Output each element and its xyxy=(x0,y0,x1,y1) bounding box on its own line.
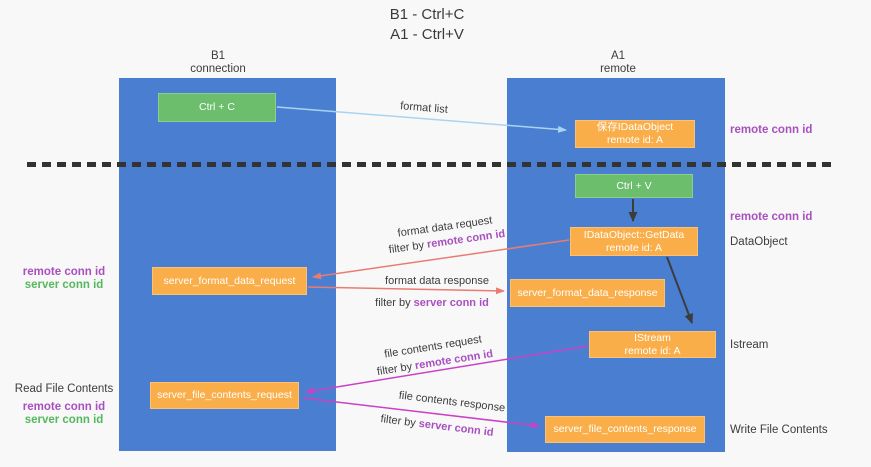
label-remote-conn-id-top-right: remote conn id xyxy=(730,124,813,136)
annotation-filter-prefix: filter by xyxy=(376,360,417,379)
label-istream: Istream xyxy=(730,339,769,351)
lane-b1-name: B1 xyxy=(210,50,226,62)
node-server-file-contents-response: server_file_contents_response xyxy=(545,416,705,443)
node-server-format-data-response-label: server_format_data_response xyxy=(517,286,658,299)
title-line-1: B1 - Ctrl+C xyxy=(389,6,465,23)
label-dataobject: DataObject xyxy=(730,236,788,248)
diagram-title: B1 - Ctrl+C A1 - Ctrl+V xyxy=(327,5,527,45)
annotation-filter-server-1: filter by server conn id xyxy=(375,297,489,309)
node-server-format-data-request: server_format_data_request xyxy=(152,267,307,295)
lane-a1-name: A1 xyxy=(610,50,626,62)
annotation-filter-prefix: filter by xyxy=(379,413,420,430)
node-istream-line2: remote id: A xyxy=(624,344,681,357)
title-line-2: A1 - Ctrl+V xyxy=(390,26,464,43)
node-ctrl-c: Ctrl + C xyxy=(158,93,276,122)
annotation-server-conn-id: server conn id xyxy=(413,297,489,309)
node-ctrl-c-label: Ctrl + C xyxy=(199,101,235,113)
node-idataobject-getdata-line2: remote id: A xyxy=(605,241,663,254)
lane-header-b1: B1 connection xyxy=(168,50,268,76)
label-write-file-contents: Write File Contents xyxy=(730,424,828,436)
node-saved-idataobject: 保存IDataObject remote id: A xyxy=(575,120,695,148)
node-idataobject-getdata-line1: IDataObject::GetData xyxy=(583,228,685,241)
node-server-file-contents-request-label: server_file_contents_request xyxy=(157,389,292,401)
node-saved-idataobject-line2: remote id: A xyxy=(606,134,664,146)
annotation-server-conn-id: server conn id xyxy=(418,417,495,439)
annotation-file-contents-response: file contents response xyxy=(398,389,506,415)
node-istream-line1: IStream xyxy=(634,331,671,344)
lane-header-a1: A1 remote xyxy=(568,50,668,76)
node-server-format-data-response: server_format_data_response xyxy=(510,279,665,307)
label-server-conn-id-left-2: server conn id xyxy=(24,414,104,426)
node-server-format-data-request-label: server_format_data_request xyxy=(163,274,296,287)
label-remote-conn-id-left-1: remote conn id xyxy=(22,266,106,278)
node-ctrl-v-label: Ctrl + V xyxy=(616,179,652,192)
arrow-format-data-response xyxy=(307,286,505,295)
node-server-file-contents-request: server_file_contents_request xyxy=(150,382,299,409)
annotation-filter-prefix: filter by xyxy=(375,297,414,309)
annotation-filter-server-2: filter by server conn id xyxy=(380,413,494,439)
label-remote-conn-id-left-2: remote conn id xyxy=(22,401,106,413)
dashed-divider-line xyxy=(27,162,832,167)
label-remote-conn-id-mid-right: remote conn id xyxy=(730,211,813,223)
node-idataobject-getdata: IDataObject::GetData remote id: A xyxy=(570,227,698,256)
node-istream: IStream remote id: A xyxy=(589,331,716,358)
lane-a1-role: remote xyxy=(600,63,636,75)
annotation-format-data-response: format data response xyxy=(385,275,489,287)
label-read-file-contents: Read File Contents xyxy=(14,383,114,395)
node-saved-idataobject-line1: 保存IDataObject xyxy=(596,121,674,133)
annotation-format-list: format list xyxy=(399,100,449,116)
annotation-filter-prefix: filter by xyxy=(388,238,428,257)
lane-b1-role: connection xyxy=(190,63,246,75)
node-server-file-contents-response-label: server_file_contents_response xyxy=(553,423,697,435)
label-server-conn-id-left-1: server conn id xyxy=(24,279,104,291)
node-ctrl-v: Ctrl + V xyxy=(575,174,693,198)
